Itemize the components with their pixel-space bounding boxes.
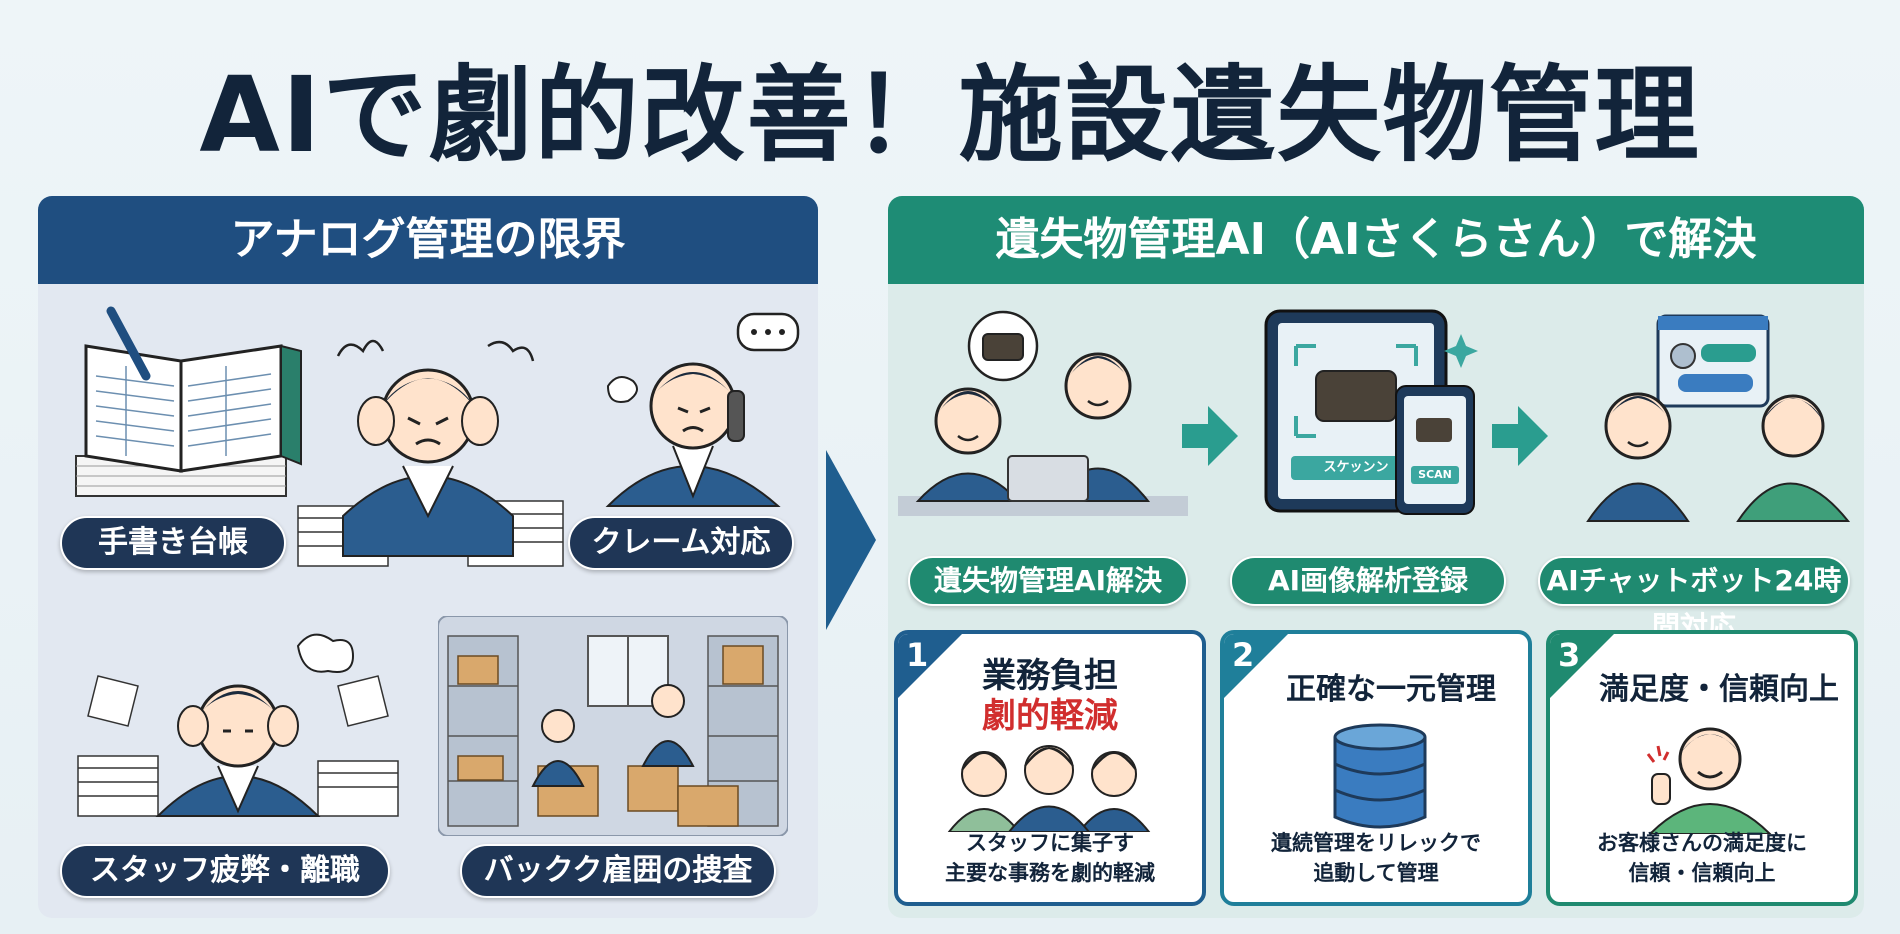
benefit-card-2-number: 2 — [1232, 636, 1255, 674]
step-label-chatbot: AIチャットボット24時間対応 — [1538, 556, 1850, 643]
analog-limits-header: アナログ管理の限界 — [38, 196, 818, 284]
benefit-card-1-title-line1: 業務負担 — [982, 656, 1118, 696]
ai-solution-panel: 遺失物管理AI（AIさくらさん）で解決 — [888, 196, 1864, 918]
phone-complaint-illustration — [588, 306, 808, 516]
backroom-search-illustration — [438, 616, 788, 836]
benefit-card-1: 1 業務負担 劇的軽減 スタッフに集子す 主要な事務を劇的軽減 — [894, 630, 1206, 906]
analog-limits-panel: アナログ管理の限界 手書き台帳 — [38, 196, 818, 918]
chatbot-support-illustration — [1568, 306, 1858, 526]
ledger-book-illustration — [66, 306, 316, 516]
handwritten-ledger-label: 手書き台帳 — [60, 516, 286, 570]
team-staff-icon — [944, 736, 1154, 832]
staff-registration-illustration — [898, 306, 1188, 526]
transition-arrow-icon — [826, 450, 876, 630]
complaint-handling-label: クレーム対応 — [568, 516, 794, 570]
benefit-card-3-number: 3 — [1558, 636, 1581, 674]
ai-solution-header: 遺失物管理AI（AIさくらさん）で解決 — [888, 196, 1864, 284]
step-arrow-2-icon — [1492, 406, 1548, 466]
step-label-image-analysis: AI画像解析登録 — [1230, 556, 1506, 606]
benefit-card-2: 2 正確な一元管理 遺続管理をリレックで 追動して管理 — [1220, 630, 1532, 906]
benefit-card-1-title-line2: 劇的軽減 — [982, 696, 1118, 736]
step-label-ai-solution: 遺失物管理AI解決 — [908, 556, 1188, 606]
benefit-card-3-desc: お客様さんの満足度に 信頼・信頼向上 — [1597, 831, 1807, 885]
benefit-card-1-desc: スタッフに集子す 主要な事務を劇的軽減 — [945, 831, 1155, 885]
benefit-card-2-desc: 遺続管理をリレックで 追動して管理 — [1271, 831, 1481, 885]
benefit-card-1-number: 1 — [906, 636, 929, 674]
benefit-card-2-title: 正確な一元管理 — [1286, 672, 1496, 707]
page-title: AIで劇的改善！施設遺失物管理 — [199, 54, 1701, 176]
tablet-scan-illustration: スケッンン SCAN — [1256, 306, 1486, 516]
benefit-card-3: 3 満足度・信頼向上 お客様さんの満足度に 信頼・信頼向上 — [1546, 630, 1858, 906]
scan-button-en: SCAN — [1418, 468, 1452, 481]
step-arrow-1-icon — [1182, 406, 1238, 466]
benefit-card-3-title: 満足度・信頼向上 — [1599, 672, 1839, 707]
stressed-staff-illustration — [288, 296, 568, 586]
staff-fatigue-label: スタッフ疲弊・離職 — [60, 844, 390, 898]
satisfied-customer-icon — [1640, 714, 1780, 834]
database-icon — [1330, 722, 1430, 832]
tired-staff-illustration — [68, 616, 408, 836]
backroom-search-label: バックク雇囲の捜査 — [460, 844, 776, 898]
scan-button-ja: スケッンン — [1323, 460, 1389, 475]
